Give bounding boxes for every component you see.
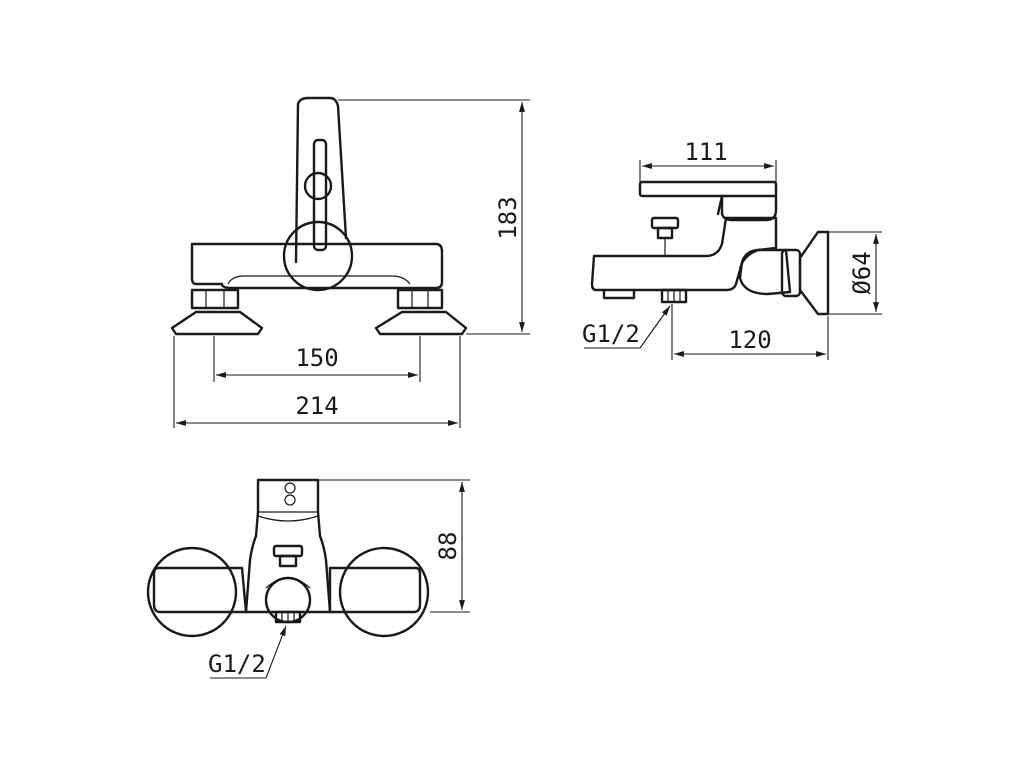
dimension-150 xyxy=(213,336,421,382)
dimension-150-label: 150 xyxy=(295,344,338,372)
dimension-111-label: 111 xyxy=(684,138,727,166)
lever-handle-side xyxy=(638,180,778,222)
dimension-120-label: 120 xyxy=(728,326,771,354)
dimension-120 xyxy=(671,304,829,360)
dimension-88 xyxy=(318,479,470,613)
dimension-183 xyxy=(338,99,530,335)
thread-label-side: G1/2 xyxy=(582,320,640,348)
dimension-88-label: 88 xyxy=(434,532,462,561)
left-wall-flange xyxy=(170,310,264,336)
connector-nut-side xyxy=(738,248,802,298)
dimension-111 xyxy=(639,160,777,182)
right-wall-flange xyxy=(374,310,468,336)
wall-flange-side xyxy=(798,230,830,316)
bottom-view: 88 G1/2 xyxy=(146,478,470,679)
left-inlet-nut xyxy=(190,288,240,310)
dimension-214-label: 214 xyxy=(295,392,338,420)
outlet-thread-bottom xyxy=(274,610,302,624)
lever-holes xyxy=(284,482,296,506)
diverter-knob xyxy=(650,216,680,256)
mixer-body xyxy=(190,96,444,292)
diverter-bottom xyxy=(264,544,312,624)
mixer-body-bottom xyxy=(152,478,422,614)
dimension-diameter-64 xyxy=(828,231,882,315)
outlet-thread-side xyxy=(660,288,688,304)
left-flange-bottom xyxy=(146,546,238,638)
thread-leader-side xyxy=(584,305,671,349)
dimension-183-label: 183 xyxy=(494,196,522,239)
spout-body-side xyxy=(590,216,778,300)
front-view: 183 150 214 xyxy=(170,96,530,428)
thread-leader-bottom xyxy=(210,625,287,679)
dimension-214 xyxy=(173,336,461,428)
right-inlet-nut xyxy=(396,288,444,310)
thread-label-bottom: G1/2 xyxy=(208,650,266,678)
right-flange-bottom xyxy=(338,546,430,638)
dimension-diameter-64-label: Ø64 xyxy=(848,251,876,294)
side-view: 111 Ø64 120 G1/2 xyxy=(582,138,882,360)
